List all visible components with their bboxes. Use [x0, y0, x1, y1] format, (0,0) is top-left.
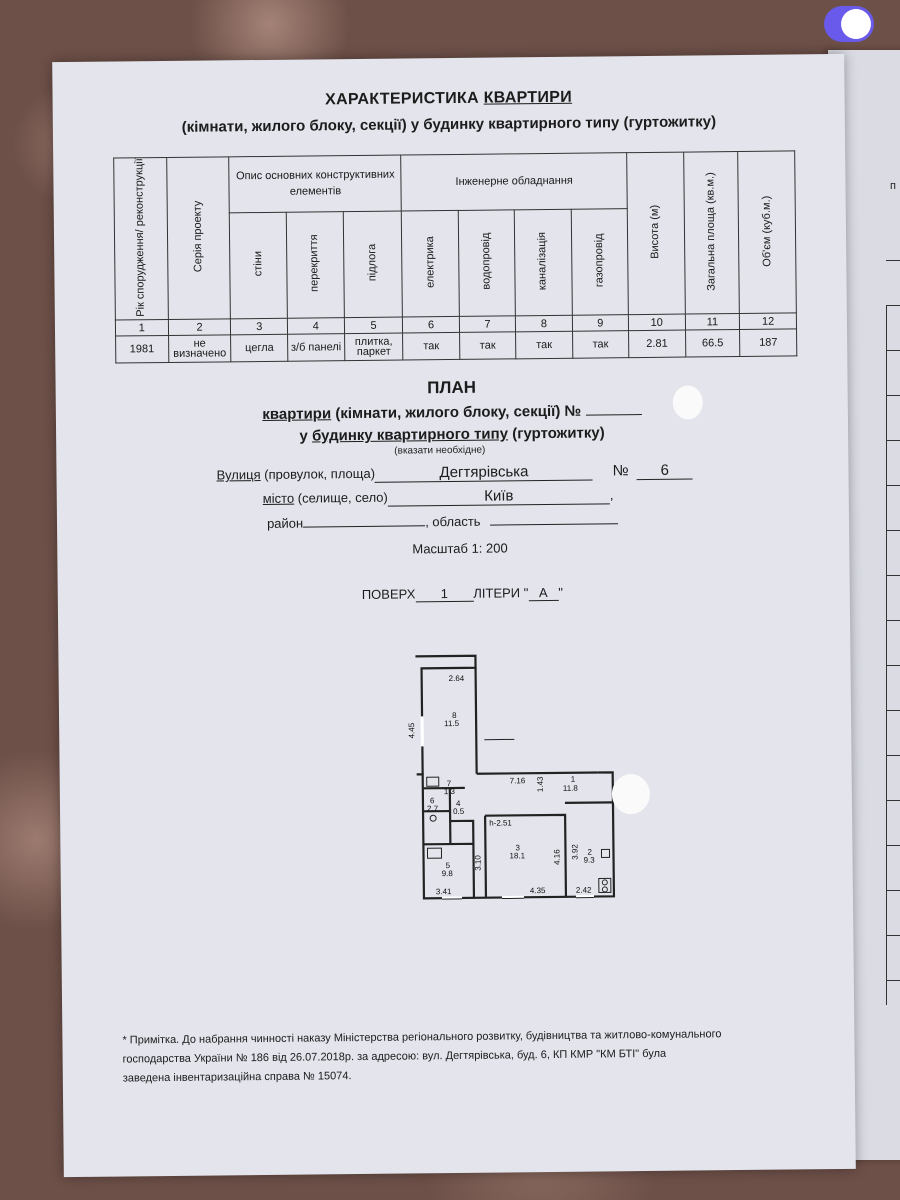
doc-title: ХАРАКТЕРИСТИКА КВАРТИРИ	[325, 88, 573, 109]
svg-text:1: 1	[571, 775, 576, 784]
svg-text:11.8: 11.8	[563, 784, 579, 793]
col-gas-header: газопровід	[570, 208, 629, 316]
sink-kitchen-fixture	[600, 848, 611, 858]
svg-text:7.16: 7.16	[510, 776, 526, 785]
value-height: 2.81	[628, 330, 686, 359]
svg-text:2: 2	[587, 848, 592, 857]
col-floor-header: підлога	[342, 210, 403, 319]
house-number-value: 6	[636, 461, 693, 481]
city-row: місто (селище, село)Київ,	[262, 486, 614, 507]
apartment-number-blank	[585, 400, 642, 416]
svg-text:9.3: 9.3	[584, 856, 596, 865]
value-volume: 187	[739, 329, 797, 357]
wall-top-main	[476, 771, 598, 775]
redaction-blob-1	[672, 385, 703, 420]
sink-fixture	[426, 847, 443, 859]
redaction-blob-2	[611, 773, 651, 815]
adjacent-page-letter: п	[890, 180, 896, 192]
plan-hint: (вказати необхідне)	[394, 444, 486, 457]
wall-room-4	[450, 819, 475, 844]
value-ceilings: з/б панелі	[287, 334, 345, 362]
wall-room-2-top	[564, 801, 613, 804]
svg-text:7: 7	[447, 779, 452, 788]
value-year: 1981	[115, 335, 169, 364]
svg-text:4.35: 4.35	[530, 886, 546, 895]
region-blank	[490, 509, 619, 526]
wall-room-8-right	[474, 667, 478, 774]
svg-text:3.41: 3.41	[436, 887, 452, 896]
toilet-fixture	[429, 814, 437, 822]
engineering-group-header: Інженерне обладнання	[401, 152, 628, 211]
svg-text:2.7: 2.7	[427, 804, 439, 813]
district-row: район, область	[267, 509, 619, 531]
col-ceilings-header: перекриття	[286, 211, 345, 319]
col-height-header: Висота (м)	[626, 152, 685, 316]
col-area-header: Загальна площа (кв.м.)	[683, 151, 740, 315]
svg-text:18.1: 18.1	[509, 851, 525, 860]
floor-plan: 2.64 4.45 8 11.5 7.16 1.43 1 11.8 7 1.3 …	[403, 644, 646, 916]
value-sewer: так	[515, 331, 573, 360]
col-sewer-header: каналізація	[514, 208, 572, 317]
svg-text:9.8: 9.8	[442, 869, 454, 878]
svg-text:1.43: 1.43	[536, 776, 545, 792]
values-row: 1981 не визначено цегла з/б панелі плитк…	[115, 329, 797, 364]
city-value: Київ	[387, 486, 610, 507]
value-electric: так	[402, 332, 460, 361]
svg-text:5: 5	[446, 861, 451, 870]
toggle-knob[interactable]	[841, 9, 871, 39]
structure-group-header: Опис основних конструктивних елементів	[229, 155, 402, 213]
overlay-toggle[interactable]	[824, 6, 874, 42]
svg-text:h-2.51: h-2.51	[489, 818, 512, 827]
col-water-header: водопровід	[458, 209, 516, 317]
wall-room-3-left	[483, 815, 488, 898]
svg-text:8: 8	[452, 711, 457, 720]
characteristics-table: Рік спорудження/ реконструкції Серія про…	[113, 150, 797, 364]
scale-label: Масштаб 1: 200	[412, 540, 508, 557]
floor-plan-drawing: 2.64 4.45 8 11.5 7.16 1.43 1 11.8 7 1.3 …	[407, 654, 616, 900]
svg-text:6: 6	[430, 796, 435, 805]
col-series-header: Серія проекту	[166, 156, 231, 320]
plan-heading: ПЛАН	[427, 377, 477, 398]
dim-top: 2.64	[449, 674, 465, 683]
col-electric-header: електрика	[401, 209, 460, 318]
document-page: ХАРАКТЕРИСТИКА КВАРТИРИ (кімнати, жилого…	[52, 53, 856, 1178]
plan-building-line: у будинку квартирного типу (гуртожитку)	[299, 424, 605, 445]
plan-apartment-line: квартири (кімнати, жилого блоку, секції)…	[56, 398, 848, 425]
svg-text:11.5: 11.5	[444, 719, 460, 728]
bath-fixture	[426, 776, 440, 787]
col-walls-header: стіни	[229, 211, 288, 320]
value-area: 66.5	[685, 329, 741, 358]
col-volume-header: Об'єм (куб.м.)	[738, 150, 797, 314]
wall-room-7	[422, 786, 452, 845]
value-floor: плитка, паркет	[344, 333, 404, 362]
svg-text:1.3: 1.3	[444, 787, 456, 796]
svg-text:3.10: 3.10	[474, 855, 483, 871]
floor-value: 1	[415, 585, 474, 603]
doc-subtitle: (кімнати, жилого блоку, секції) у будинк…	[181, 113, 717, 136]
svg-text:2.42: 2.42	[576, 886, 592, 895]
district-blank	[303, 511, 426, 528]
value-series: не визначено	[168, 335, 232, 363]
svg-text:4: 4	[456, 799, 461, 808]
letter-value: А	[528, 584, 559, 602]
footnote: * Примітка. До набрання чинності наказу …	[122, 1028, 722, 1085]
svg-text:3.92: 3.92	[570, 844, 579, 860]
wall-room-3-top-right	[485, 813, 568, 897]
value-walls: цегла	[231, 334, 288, 363]
street-value: Дегтярівська	[374, 462, 594, 483]
wall-room-8-top	[415, 654, 477, 775]
windows	[420, 716, 594, 900]
svg-text:3: 3	[515, 843, 520, 852]
dim-left: 4.45	[407, 722, 416, 738]
svg-text:4.16: 4.16	[552, 849, 561, 865]
col-year-header: Рік спорудження/ реконструкції	[113, 157, 168, 321]
value-water: так	[459, 332, 517, 360]
svg-text:0.5: 0.5	[453, 807, 465, 816]
value-gas: так	[572, 331, 629, 359]
